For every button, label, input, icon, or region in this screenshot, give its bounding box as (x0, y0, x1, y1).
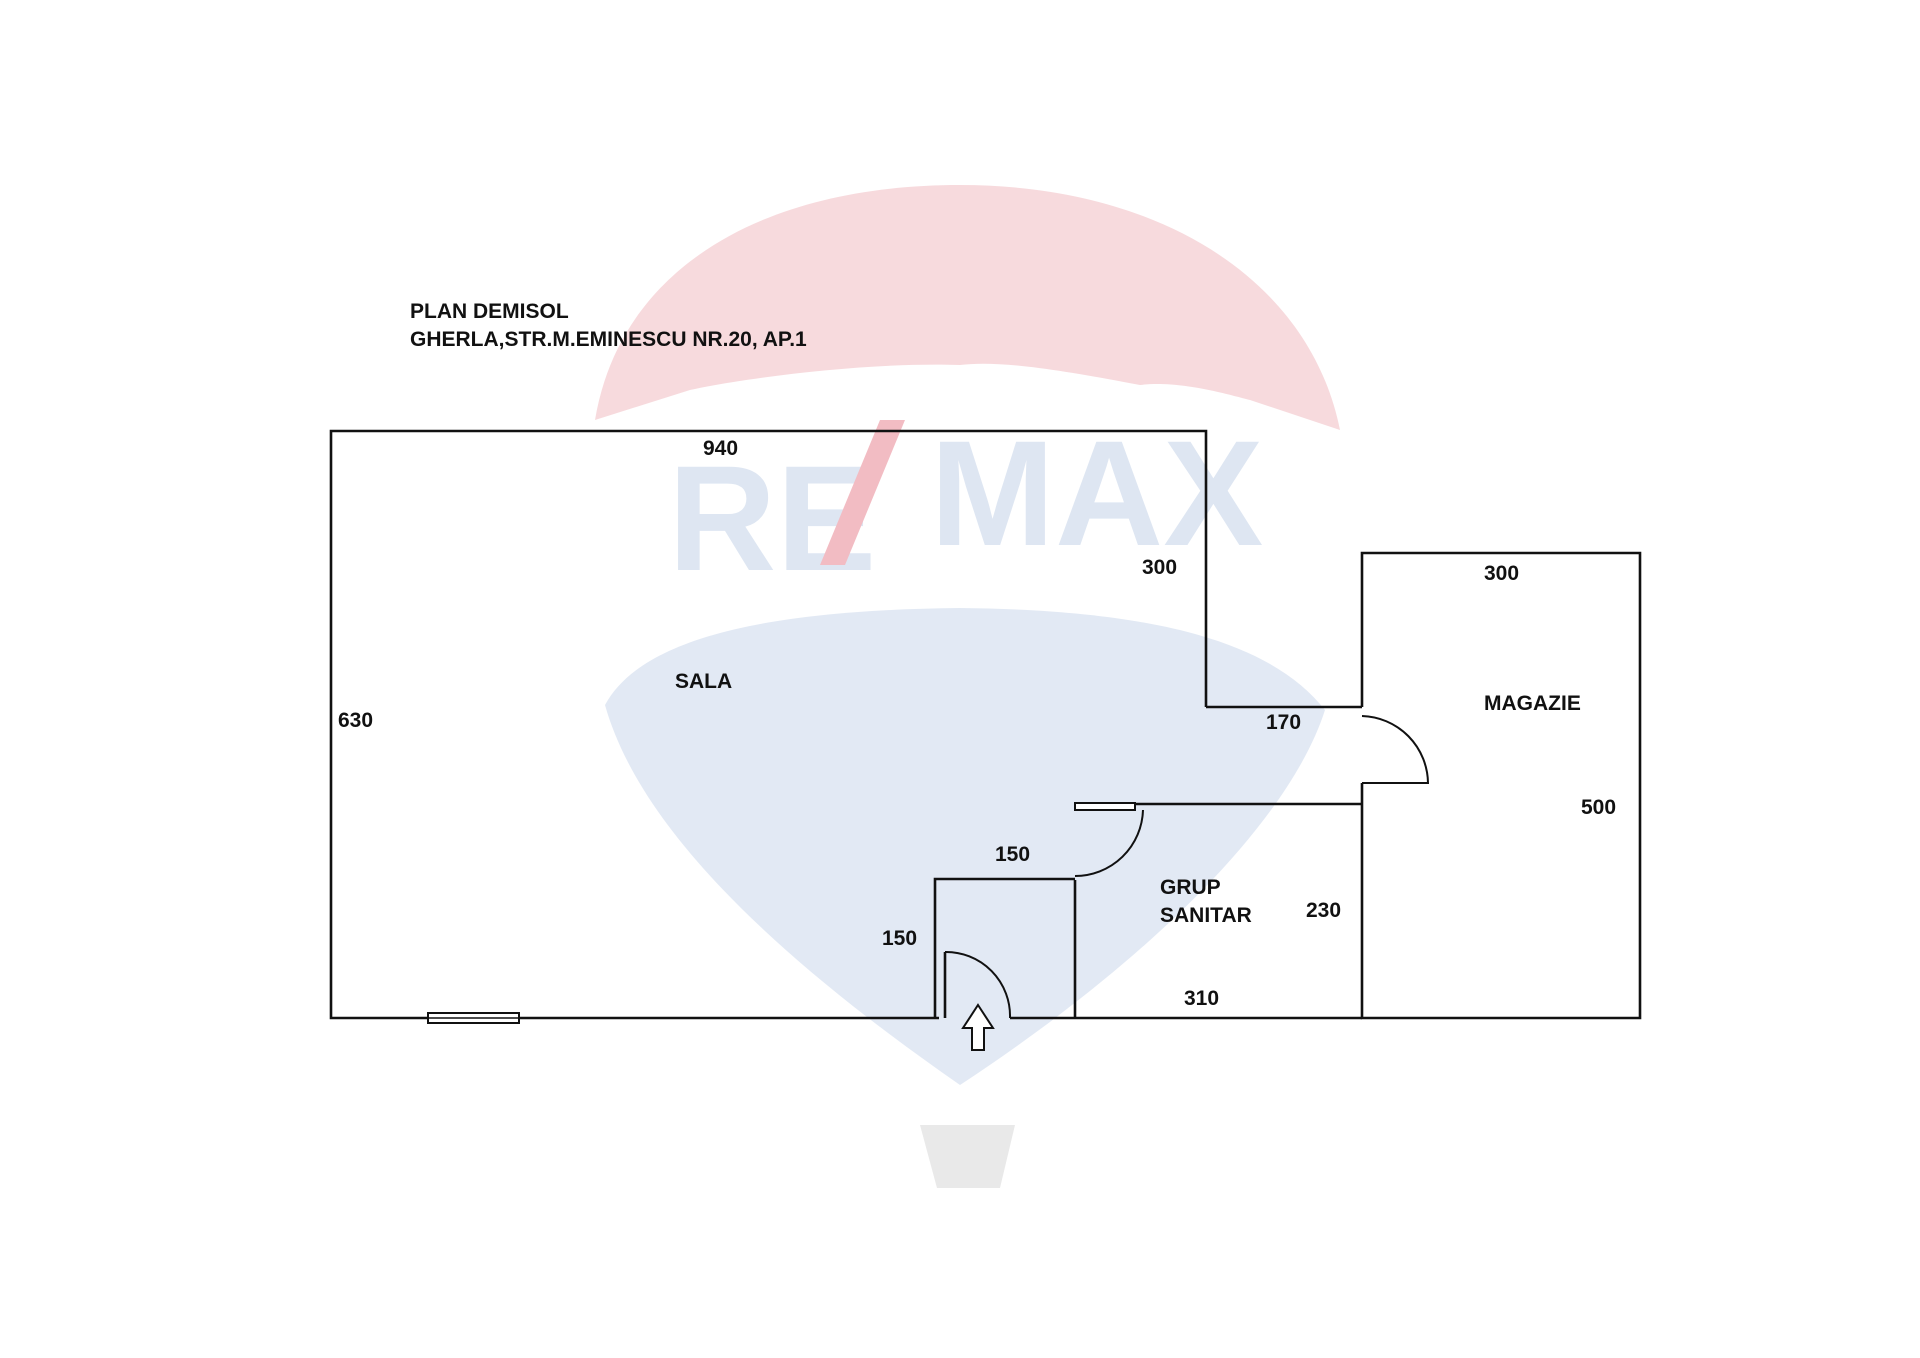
dim-sala-top: 940 (703, 437, 738, 460)
dim-sala-right: 300 (1142, 556, 1177, 579)
walls (329, 429, 1642, 1020)
dim-corridor: 170 (1266, 711, 1301, 734)
watermark-slash (820, 420, 905, 565)
dim-grup-side: 230 (1306, 899, 1341, 922)
grup-sanitar-door-swing (1074, 809, 1144, 877)
plan-title: PLAN DEMISOL (410, 300, 569, 323)
doors (944, 715, 1430, 1019)
magazie-door-swing (1361, 715, 1430, 784)
room-label-sala: SALA (675, 670, 732, 693)
watermark-text-right: MAX (930, 409, 1263, 577)
plan-address: GHERLA,STR.M.EMINESCU NR.20, AP.1 (410, 328, 807, 351)
sala-outline (329, 429, 1208, 1020)
partition-stub (1074, 802, 1136, 811)
entrance-arrow-icon (961, 1003, 995, 1051)
vestibule-outline (933, 877, 1075, 1018)
dim-grup-bottom: 310 (1184, 987, 1219, 1010)
watermark-balloon-top (595, 185, 1340, 430)
dim-vestibule-side: 150 (882, 927, 917, 950)
dim-vestibule-top: 150 (995, 843, 1030, 866)
entrance-door-swing (944, 950, 1012, 1019)
room-label-grup: GRUP (1160, 876, 1221, 899)
watermark-balloon-body (605, 608, 1325, 1085)
dim-magazie-side: 500 (1581, 796, 1616, 819)
room-label-sanitar: SANITAR (1160, 904, 1252, 927)
dim-magazie-top: 300 (1484, 562, 1519, 585)
room-label-magazie: MAGAZIE (1484, 692, 1581, 715)
remax-balloon-watermark: RE MAX (595, 185, 1340, 1188)
watermark-gondola (920, 1125, 1015, 1188)
magazie-outline (1360, 551, 1642, 1020)
dim-sala-left: 630 (338, 709, 373, 732)
